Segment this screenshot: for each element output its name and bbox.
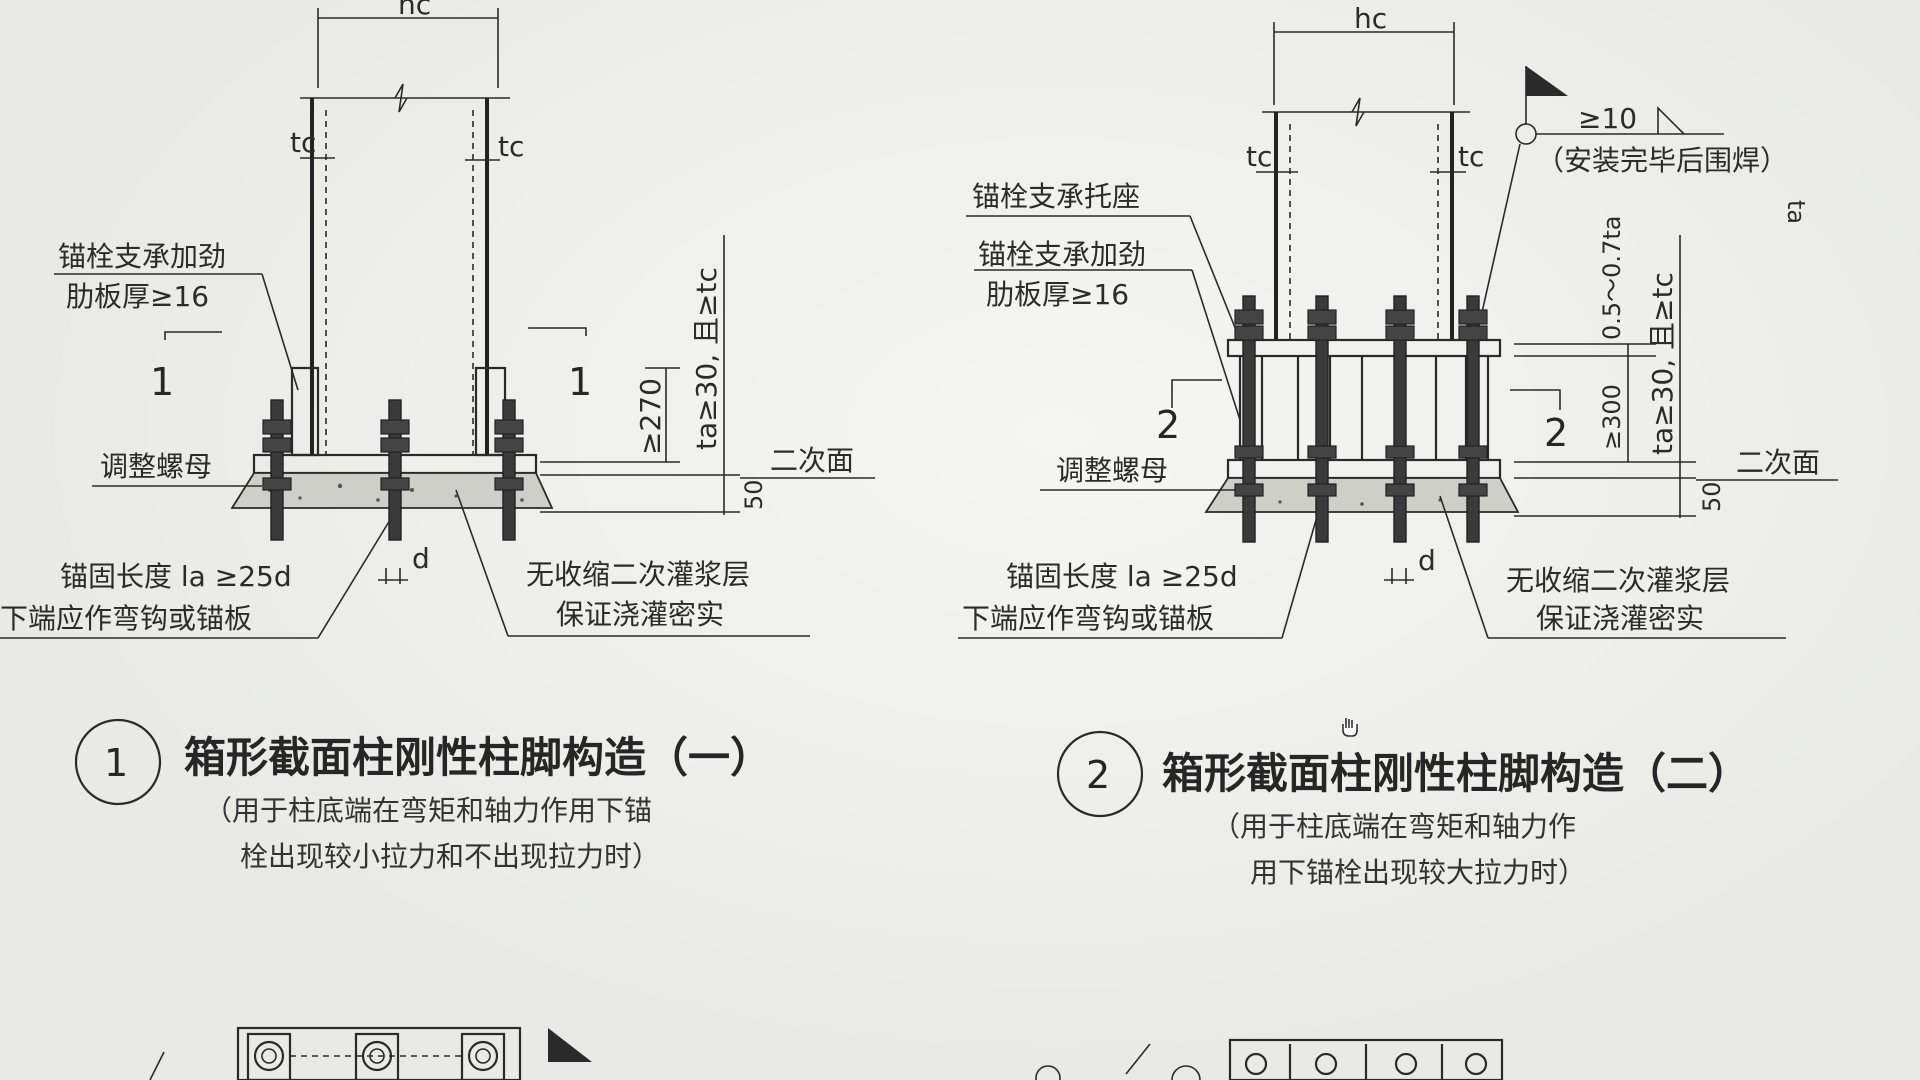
dim-tc-left: tc xyxy=(290,126,316,159)
dim-50-2: 50 xyxy=(1698,481,1726,512)
detail-number-1: 1 xyxy=(104,741,128,785)
detail-1: hc tc tc xyxy=(0,0,875,873)
anchor-length-line1: 锚固长度 la ≥25d xyxy=(60,560,292,593)
grout-label-line1: 无收缩二次灌浆层 xyxy=(526,558,750,591)
dim-tc-right-2: tc xyxy=(1458,140,1484,173)
detail-2: hc tc tc ≥10 （安装完毕后围焊） ta xyxy=(958,2,1838,889)
section-mark-2-left: 2 xyxy=(1156,403,1180,447)
dim-ta-2: ta≥30, 且≥tc xyxy=(1646,272,1679,455)
detail-title-1: 箱形截面柱刚性柱脚构造（一） xyxy=(184,733,772,782)
anchor-support-plate xyxy=(1226,338,1502,358)
weld-size: ≥10 xyxy=(1578,102,1637,135)
rib-label-2-line2: 肋板厚≥16 xyxy=(986,278,1129,311)
adjust-nut-label-2: 调整螺母 xyxy=(1056,454,1168,487)
grout-2-line2: 保证浇灌密实 xyxy=(1536,602,1704,635)
detail-number-circle-1 xyxy=(74,718,162,806)
dim-270: ≥270 xyxy=(634,378,667,455)
anchor-length-2-line2: 下端应作弯钩或锚板 xyxy=(962,602,1214,635)
bottom-partial-drawing-right xyxy=(1035,1038,1504,1080)
hand-cursor-icon xyxy=(1342,718,1358,737)
weld-note: （安装完毕后围焊） xyxy=(1536,144,1788,177)
weld-ta: ta xyxy=(1782,200,1810,224)
detail-title-2: 箱形截面柱刚性柱脚构造（二） xyxy=(1162,749,1750,798)
section-mark-1-right: 1 xyxy=(568,360,592,404)
secondary-surface-2: 二次面 xyxy=(1736,446,1820,479)
weld-flag-icon xyxy=(1526,66,1568,96)
anchor-length-line2: 下端应作弯钩或锚板 xyxy=(0,602,252,635)
section-mark-1-left: 1 xyxy=(150,360,174,404)
grout-2-line1: 无收缩二次灌浆层 xyxy=(1506,564,1730,597)
dim-hc-label: hc xyxy=(398,0,431,21)
dim-tc-left-2: tc xyxy=(1246,140,1272,173)
column-1 xyxy=(300,83,510,455)
dim-0507: 0.5～0.7ta xyxy=(1598,216,1626,340)
grout-label-line2: 保证浇灌密实 xyxy=(556,598,724,631)
detail-number-circle-2 xyxy=(1056,730,1144,818)
support-label: 锚栓支承托座 xyxy=(972,180,1140,213)
dim-d-1: d xyxy=(412,542,430,575)
detail-note-1-line2: 栓出现较小拉力和不出现拉力时） xyxy=(240,840,660,873)
detail-note-2-line1: （用于柱底端在弯矩和轴力作 xyxy=(1212,810,1576,843)
detail-number-2: 2 xyxy=(1086,753,1110,797)
detail-note-2-line2: 用下锚栓出现较大拉力时） xyxy=(1250,856,1586,889)
bracket-ribs xyxy=(1238,356,1490,460)
dim-hc-2: hc xyxy=(1354,2,1387,35)
anchor-length-2-line1: 锚固长度 la ≥25d xyxy=(1006,560,1238,593)
dim-300: ≥300 xyxy=(1598,384,1626,450)
dim-tc-right: tc xyxy=(498,130,524,163)
dim-d-2: d xyxy=(1418,544,1436,577)
anchor-bolts-2 xyxy=(1234,295,1488,543)
bottom-partial-drawing-left xyxy=(149,1026,592,1080)
base-plate-2 xyxy=(1226,458,1502,480)
rib-label-2-line1: 锚栓支承加劲 xyxy=(978,238,1146,271)
dim-ta: ta≥30, 且≥tc xyxy=(690,267,723,450)
adjust-nut-label-1: 调整螺母 xyxy=(100,450,212,483)
section-mark-2-right: 2 xyxy=(1544,411,1568,455)
weld-all-around-icon xyxy=(1515,123,1537,145)
detail-note-1-line1: （用于柱底端在弯矩和轴力作用下锚 xyxy=(204,794,652,827)
anchor-bolts-1 xyxy=(262,399,524,541)
dim-50: 50 xyxy=(740,479,768,510)
rib-label-line2: 肋板厚≥16 xyxy=(66,280,209,313)
rib-label-line1: 锚栓支承加劲 xyxy=(58,240,226,273)
secondary-surface-1: 二次面 xyxy=(770,444,854,477)
dim-hc-1: hc xyxy=(317,0,499,88)
